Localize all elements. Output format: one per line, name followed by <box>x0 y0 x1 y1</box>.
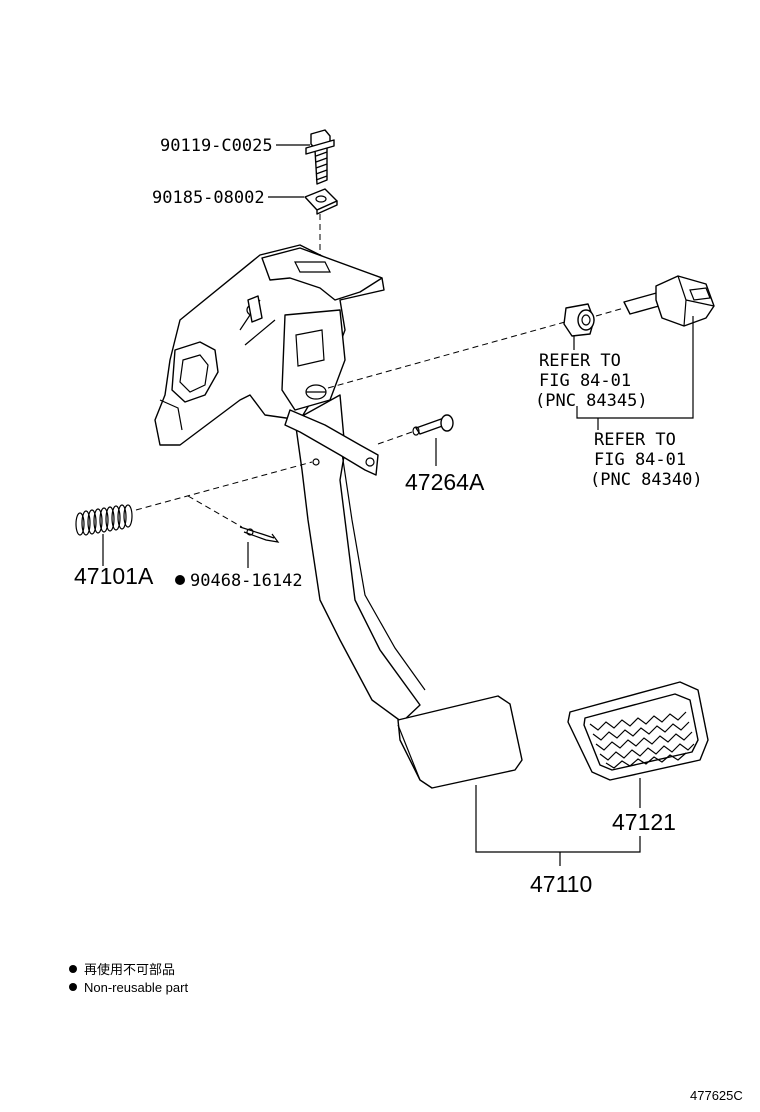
non-reusable-bullet <box>175 575 185 585</box>
spring-part <box>75 504 133 536</box>
legend: 再使用不可部品 Non-reusable part <box>69 962 188 995</box>
refer2-line2: FIG 84-01 <box>594 450 686 470</box>
label-pad: 47121 <box>612 809 676 835</box>
refer1-line1: REFER TO <box>539 351 621 371</box>
label-pin: 47264A <box>405 469 485 495</box>
refer2-line1: REFER TO <box>594 430 676 450</box>
legend-bullet-jp <box>69 965 77 973</box>
legend-bullet-en <box>69 983 77 991</box>
refer1-line2: FIG 84-01 <box>539 371 631 391</box>
legend-english: Non-reusable part <box>84 980 188 995</box>
nut-part <box>304 188 338 215</box>
label-clip: 90468-16142 <box>190 571 303 591</box>
refer2-line3: (PNC 84340) <box>590 470 703 490</box>
legend-japanese: 再使用不可部品 <box>84 962 175 977</box>
refer1-line3: (PNC 84345) <box>535 391 648 411</box>
clip-part <box>239 526 280 543</box>
switch-grommet <box>563 303 595 337</box>
pin-part <box>412 414 454 436</box>
label-spring: 47101A <box>74 563 154 589</box>
label-bolt: 90119-C0025 <box>160 136 273 156</box>
pedal-arm <box>284 394 426 723</box>
label-nut: 90185-08002 <box>152 188 265 208</box>
pedal-bracket <box>154 244 385 446</box>
pedal-pad <box>567 681 709 781</box>
figure-id: 477625C <box>690 1088 743 1103</box>
label-pedal: 47110 <box>530 871 592 897</box>
pad-tread-pattern <box>589 711 695 769</box>
pedal-base <box>397 695 523 789</box>
stop-lamp-switch <box>623 275 715 327</box>
bolt-part <box>305 129 335 185</box>
